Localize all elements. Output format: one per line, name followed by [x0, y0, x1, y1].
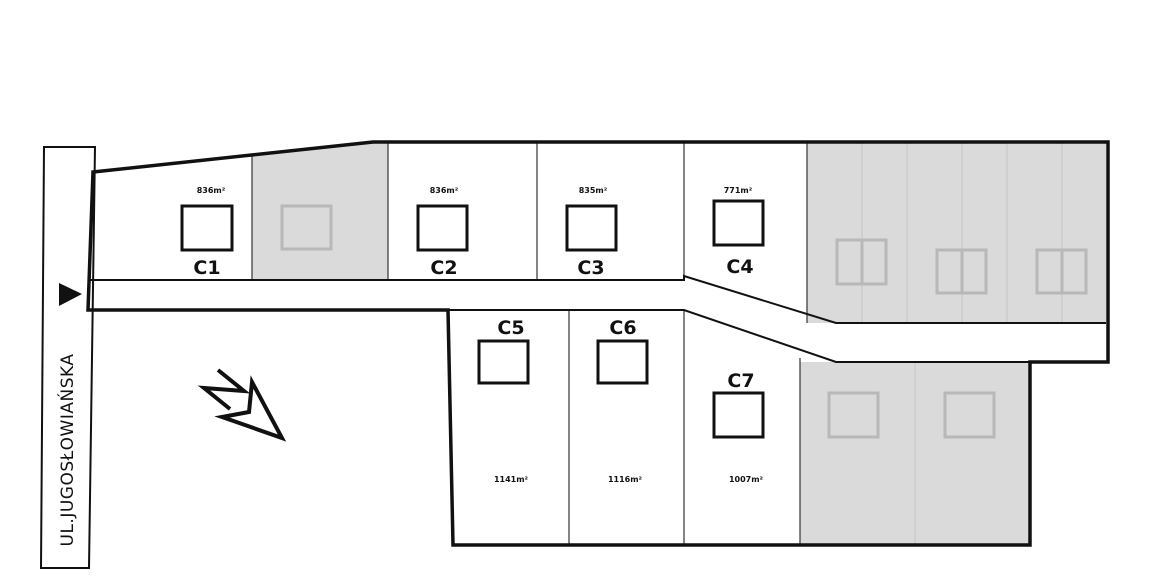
house-footprint: [477, 339, 530, 385]
plot-area: 836m²: [430, 186, 459, 195]
plot-label: C6: [609, 317, 636, 339]
plot-label: C2: [430, 257, 457, 279]
plot-label: C1: [193, 257, 220, 279]
unavailable-plot: [807, 142, 1106, 323]
house-footprint: [712, 391, 765, 439]
plot-area: 771m²: [724, 186, 753, 195]
plot-c3[interactable]: C3 835m²: [565, 186, 618, 279]
unavailable-plot: [252, 142, 388, 280]
site-boundary: [86, 140, 1110, 547]
plot-lines: [251, 142, 808, 545]
internal-road-top-edge: [88, 274, 1106, 324]
plot-c4[interactable]: C4 771m²: [712, 186, 765, 278]
plot-c2[interactable]: C2 836m²: [416, 186, 469, 279]
plot-area: 1007m²: [729, 475, 764, 484]
plot-area: 1141m²: [494, 475, 529, 484]
plot-label: C5: [497, 317, 524, 339]
plot-label: C4: [726, 256, 753, 278]
street-name: UL.JUGOSŁOWIAŃSKA: [56, 354, 78, 547]
internal-road-bottom-edge: [448, 309, 1030, 363]
house-footprint: [565, 204, 618, 252]
plot-c7[interactable]: C7 1007m²: [712, 370, 765, 484]
house-footprint: [596, 339, 649, 385]
unavailable-buildings: [280, 204, 1088, 439]
house-footprint: [180, 204, 234, 252]
plot-c1[interactable]: C1 836m²: [180, 186, 234, 279]
street-strip: [39, 146, 97, 569]
house-footprint: [416, 204, 469, 252]
entrance-arrow-icon: [59, 283, 82, 306]
plot-c6[interactable]: C6 1116m²: [596, 317, 649, 484]
house-footprint: [712, 199, 765, 247]
north-arrow-icon: [197, 368, 287, 442]
plot-label: C7: [727, 370, 754, 392]
plot-label: C3: [577, 257, 604, 279]
plot-area: 835m²: [579, 186, 608, 195]
plot-c5[interactable]: C5 1141m²: [477, 317, 530, 484]
plot-area: 1116m²: [608, 475, 643, 484]
plot-area: 836m²: [197, 186, 226, 195]
